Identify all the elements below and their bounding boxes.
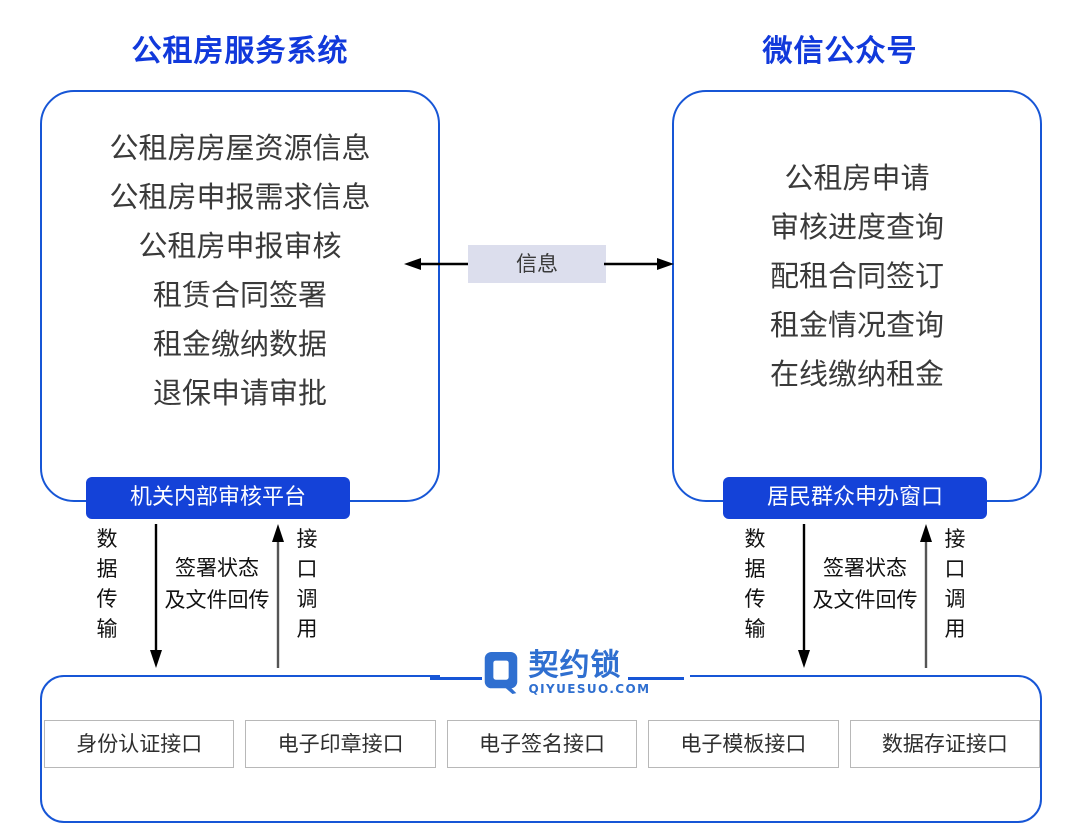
list-item: 审核进度查询 <box>769 210 944 244</box>
arrow-up-icon <box>272 524 284 668</box>
arrow-down-icon <box>798 524 810 668</box>
char: 用 <box>296 617 318 641</box>
right-flow-down-label: 数据传输 <box>740 524 770 644</box>
char: 据 <box>744 557 766 581</box>
arrow-right-icon <box>604 258 674 270</box>
char: 用 <box>944 617 966 641</box>
char: 口 <box>296 557 318 581</box>
char: 输 <box>96 617 118 641</box>
char: 数 <box>96 527 118 551</box>
middle-label-line1: 签署状态 <box>823 556 907 580</box>
char: 传 <box>744 587 766 611</box>
qiyuesuo-q-logo-icon <box>484 651 517 695</box>
char: 调 <box>944 587 966 611</box>
logo-rule-left <box>430 677 482 680</box>
middle-label-line2: 及文件回传 <box>812 588 918 612</box>
list-item: 公租房申请 <box>784 161 930 195</box>
list-item: 公租房申报需求信息 <box>109 180 371 214</box>
char: 输 <box>744 617 766 641</box>
api-box[interactable]: 电子模板接口 <box>648 720 839 768</box>
right-flow-up-label: 接口调用 <box>940 524 970 644</box>
logo-rule-right <box>628 677 684 680</box>
list-item: 配租合同签订 <box>769 259 944 293</box>
left-panel-badge: 机关内部审核平台 <box>86 477 350 519</box>
char: 数 <box>744 527 766 551</box>
char: 接 <box>944 527 966 551</box>
list-item: 租赁合同签署 <box>152 278 327 312</box>
list-item: 退保申请审批 <box>152 376 327 410</box>
right-panel-title: 微信公众号 <box>762 34 918 69</box>
right-flow-middle-label: 签署状态 及文件回传 <box>800 552 930 616</box>
char: 调 <box>296 587 318 611</box>
list-item: 公租房申报审核 <box>138 229 342 263</box>
left-panel-title: 公租房服务系统 <box>131 34 349 69</box>
api-box[interactable]: 电子签名接口 <box>446 720 638 768</box>
middle-label-line2: 及文件回传 <box>164 588 270 612</box>
char: 传 <box>96 587 118 611</box>
right-panel-item-list: 公租房申请 审核进度查询 配租合同签订 租金情况查询 在线缴纳租金 <box>674 154 1040 399</box>
brand-logo: 契约锁 QIYUESUO.COM <box>440 645 690 701</box>
left-flow-down-label: 数据传输 <box>92 524 122 644</box>
left-panel-item-list: 公租房房屋资源信息 公租房申报需求信息 公租房申报审核 租赁合同签署 租金缴纳数… <box>42 124 438 418</box>
logo-text-block: 契约锁 QIYUESUO.COM <box>528 648 651 697</box>
api-box[interactable]: 数据存证接口 <box>849 720 1041 768</box>
api-box[interactable]: 身份认证接口 <box>44 720 235 768</box>
logo-name-cn: 契约锁 <box>528 648 622 683</box>
arrow-down-icon <box>150 524 162 668</box>
list-item: 在线缴纳租金 <box>769 357 944 391</box>
logo-name-en: QIYUESUO.COM <box>528 682 651 696</box>
left-flow-middle-label: 签署状态 及文件回传 <box>152 552 282 616</box>
right-panel-badge: 居民群众申办窗口 <box>723 477 987 519</box>
api-box-row: 身份认证接口 电子印章接口 电子签名接口 电子模板接口 数据存证接口 <box>44 720 1041 768</box>
middle-label-line1: 签署状态 <box>175 556 259 580</box>
left-panel-box: 公租房房屋资源信息 公租房申报需求信息 公租房申报审核 租赁合同签署 租金缴纳数… <box>40 90 440 502</box>
arrow-up-icon <box>920 524 932 668</box>
right-panel-box: 公租房申请 审核进度查询 配租合同签订 租金情况查询 在线缴纳租金 <box>672 90 1042 502</box>
list-item: 租金缴纳数据 <box>152 327 327 361</box>
char: 据 <box>96 557 118 581</box>
center-connector-label: 信息 <box>468 245 606 283</box>
char: 接 <box>296 527 318 551</box>
char: 口 <box>944 557 966 581</box>
api-box[interactable]: 电子印章接口 <box>245 720 436 768</box>
list-item: 租金情况查询 <box>769 308 944 342</box>
arrow-left-icon <box>404 258 470 270</box>
list-item: 公租房房屋资源信息 <box>109 131 371 165</box>
left-flow-up-label: 接口调用 <box>292 524 322 644</box>
